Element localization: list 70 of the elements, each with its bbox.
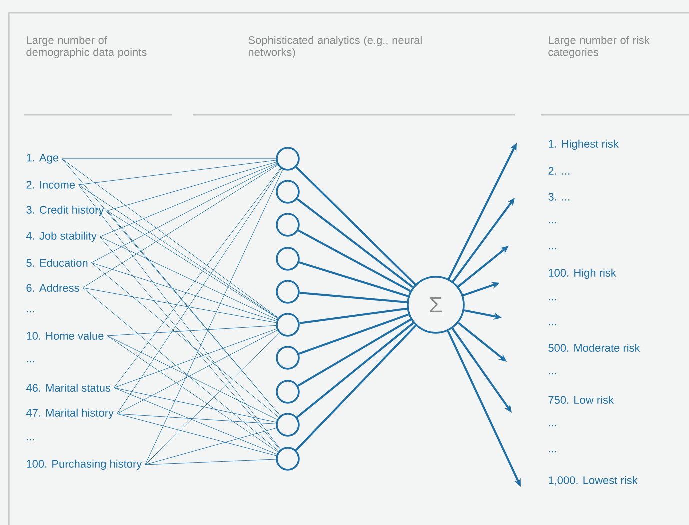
connection-line — [116, 414, 276, 424]
connection-line — [145, 428, 277, 466]
input-label: 100. Purchasing history — [27, 460, 142, 470]
ellipsis-text: ... — [27, 439, 34, 441]
risk-category-label: ... — [549, 373, 556, 375]
connection-line — [78, 184, 278, 319]
connection-line — [296, 166, 416, 286]
connection-line — [100, 163, 278, 238]
connection-line — [114, 328, 278, 388]
risk-category-label: 500. Moderate risk — [548, 344, 640, 352]
input-label: 1. Age — [27, 154, 59, 164]
risk-category-label: 1,000. Lowest risk — [549, 476, 638, 486]
input-label: 10. Home value — [27, 332, 104, 340]
input-label: 4. Job stability — [26, 232, 97, 242]
risk-category-label: ... — [549, 299, 556, 301]
connection-line — [107, 210, 278, 319]
risk-category-label: 3. ... — [548, 193, 570, 201]
ellipsis-text: ... — [27, 361, 34, 363]
risk-category-label: ... — [549, 248, 556, 250]
connection-line — [91, 262, 277, 322]
connection-line — [91, 262, 280, 418]
input-label: 2. Income — [26, 181, 76, 189]
connection-line — [300, 308, 408, 324]
connection-line — [78, 184, 282, 450]
connection-line — [82, 288, 277, 324]
connection-line — [100, 236, 278, 320]
risk-category-label: ... — [549, 324, 556, 326]
connection-line — [145, 333, 280, 466]
connection-line — [298, 230, 412, 292]
connection-line — [100, 236, 281, 450]
connection-line — [62, 158, 279, 318]
risk-category-label: 100. High risk — [549, 268, 616, 280]
connection-line — [107, 325, 276, 336]
connection-line — [300, 292, 408, 304]
connection-line — [114, 388, 278, 455]
column-heading: Large number of demographic data points — [26, 36, 147, 58]
input-label: 6. Address — [26, 284, 80, 292]
connection-line — [78, 160, 276, 186]
connection-line — [145, 459, 276, 466]
connection-line — [62, 158, 276, 160]
connection-line — [296, 325, 417, 452]
column-heading: Large number of risk categories — [548, 36, 650, 58]
connection-line — [107, 210, 281, 416]
connection-line — [62, 158, 281, 416]
connection-line — [296, 198, 414, 288]
input-label: 47. Marital history — [26, 408, 114, 420]
connection-line — [107, 336, 278, 420]
risk-category-label: 750. Low risk — [548, 396, 614, 404]
risk-category-label: ... — [549, 451, 556, 453]
connection-line — [145, 170, 284, 466]
ellipsis-text: ... — [27, 311, 34, 313]
column-heading: Sophisticated analytics (e.g., neural networks) — [248, 36, 422, 58]
connection-line — [91, 164, 278, 264]
connection-line — [299, 262, 409, 298]
risk-category-label: 2. ... — [548, 167, 570, 175]
connection-line — [298, 314, 410, 355]
risk-category-label: ... — [549, 222, 556, 224]
connection-line — [82, 165, 278, 288]
connection-line — [114, 388, 277, 423]
risk-category-label: ... — [549, 425, 556, 427]
connection-line — [82, 288, 280, 452]
input-label: 5. Education — [26, 258, 88, 268]
connection-line — [107, 162, 277, 212]
risk-category-label: 1. Highest risk — [549, 140, 619, 150]
connection-line — [296, 322, 414, 418]
connection-line — [116, 414, 277, 456]
connection-line — [298, 318, 412, 387]
input-label: 46. Marital status — [26, 384, 111, 392]
connection-line — [107, 336, 278, 453]
connection-line — [116, 330, 278, 414]
